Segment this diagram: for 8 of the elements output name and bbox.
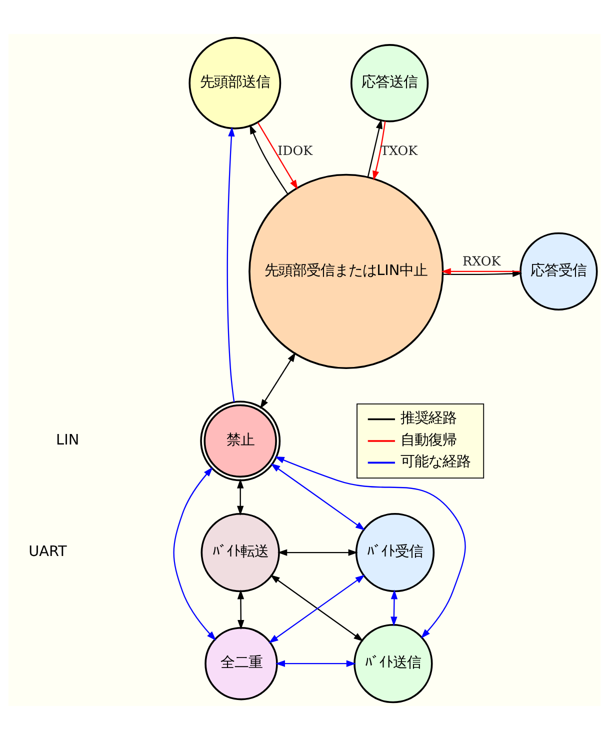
edge-label: IDOK xyxy=(278,143,313,158)
legend-label: 可能な経路 xyxy=(400,454,470,470)
edge-label: RXOK xyxy=(462,253,501,268)
legend-label: 自動復帰 xyxy=(400,432,456,448)
edge-label: TXOK xyxy=(380,143,418,158)
legend-label: 推奨経路 xyxy=(400,410,456,427)
label: UART xyxy=(28,544,67,560)
label: LIN xyxy=(56,432,80,448)
